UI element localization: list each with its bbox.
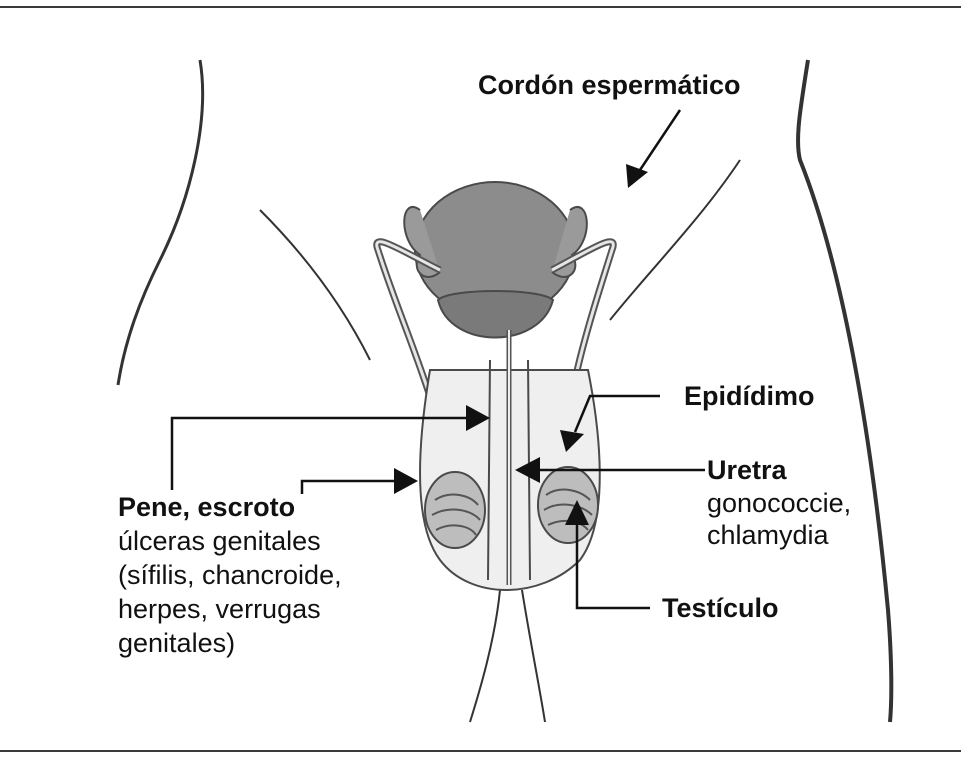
pene-desc-3: herpes, verrugas (118, 594, 321, 625)
penis-scrotum (420, 330, 600, 590)
uretra-desc-2: chlamydia (707, 520, 829, 551)
uretra-desc-1: gonococcie, (707, 488, 851, 519)
pene-desc-2: (sífilis, chancroide, (118, 560, 342, 591)
pene-label: Pene, escroto (118, 492, 295, 523)
bladder (404, 182, 587, 338)
pene-desc-1: úlceras genitales (118, 526, 321, 557)
epididimo-label: Epidídimo (684, 381, 815, 412)
pene-desc-4: genitales) (118, 628, 235, 659)
uretra-label: Uretra (707, 455, 787, 486)
testiculo-label: Testículo (662, 593, 779, 624)
cordon-label: Cordón espermático (478, 70, 741, 101)
